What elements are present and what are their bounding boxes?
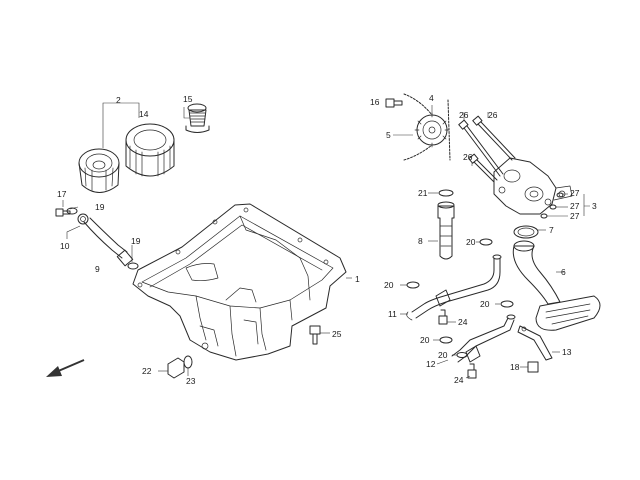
bolt-16 <box>385 98 403 108</box>
o-ring-21 <box>438 189 454 197</box>
callout-24a: 24 <box>458 317 468 327</box>
callout-27a: 27 <box>570 188 580 198</box>
callout-23: 23 <box>186 376 196 386</box>
callout-10: 10 <box>60 241 70 251</box>
callout-25: 25 <box>332 329 342 339</box>
o-ring-20b <box>406 281 420 289</box>
oil-pan <box>132 203 347 361</box>
callout-21: 21 <box>418 188 428 198</box>
bolt-25 <box>309 325 321 345</box>
strainer-bracket <box>517 325 553 361</box>
drain-plug <box>167 355 193 379</box>
pump-bolts-26 <box>458 115 516 183</box>
filter-bolt <box>185 103 210 133</box>
o-ring-20c <box>500 300 514 308</box>
callout-24b: 24 <box>454 375 464 385</box>
callout-6: 6 <box>561 267 566 277</box>
callout-22: 22 <box>142 366 152 376</box>
lead-15 <box>183 107 190 119</box>
bolt-24b <box>467 363 477 379</box>
callout-1: 1 <box>355 274 360 284</box>
lead-12 <box>436 359 449 365</box>
callout-3: 3 <box>592 201 597 211</box>
callout-27c: 27 <box>570 211 580 221</box>
callout-2: 2 <box>116 95 121 105</box>
oil-strainer <box>512 240 601 331</box>
lead-19a <box>69 206 79 210</box>
callout-20b: 20 <box>384 280 394 290</box>
drive-chain <box>403 93 451 161</box>
oil-pump <box>493 157 573 215</box>
relief-valve <box>437 201 455 260</box>
callout-15: 15 <box>183 94 193 104</box>
callout-20e: 20 <box>438 350 448 360</box>
callout-13: 13 <box>562 347 572 357</box>
o-ring-20e <box>456 352 468 358</box>
o-ring-19b <box>127 262 139 270</box>
callout-20d: 20 <box>420 335 430 345</box>
lead-3 <box>583 194 590 216</box>
oil-pipe-12 <box>451 314 516 363</box>
callout-17: 17 <box>57 189 67 199</box>
callout-14: 14 <box>139 109 149 119</box>
callout-16: 16 <box>370 97 380 107</box>
callout-8: 8 <box>418 236 423 246</box>
callout-26a: 26 <box>459 110 469 120</box>
oil-filter-housing <box>78 148 120 193</box>
pump-sprocket <box>414 112 450 148</box>
callout-11: 11 <box>388 309 397 319</box>
callout-18: 18 <box>510 362 520 372</box>
callout-19a: 19 <box>95 202 105 212</box>
dowels-27 <box>540 192 564 219</box>
callout-12: 12 <box>426 359 436 369</box>
lead-24b <box>465 375 471 379</box>
o-ring-7 <box>513 225 539 239</box>
bolt-24a <box>438 309 448 325</box>
callout-27b: 27 <box>570 201 580 211</box>
lead-10 <box>66 225 81 239</box>
oil-pipe-11 <box>406 254 502 321</box>
callout-7: 7 <box>549 225 554 235</box>
callout-19b: 19 <box>131 236 141 246</box>
callout-20a: 20 <box>466 237 476 247</box>
o-ring-20d <box>439 336 453 344</box>
oil-pipe <box>77 213 134 267</box>
callout-26c: 26 <box>463 152 473 162</box>
callout-9: 9 <box>95 264 100 274</box>
callout-20c: 20 <box>480 299 490 309</box>
front-arrow-icon <box>46 359 85 377</box>
bolt-18 <box>527 361 539 373</box>
callout-4: 4 <box>429 93 434 103</box>
o-ring-20a <box>479 238 493 246</box>
callout-5: 5 <box>386 130 391 140</box>
oil-filter-element <box>125 123 175 177</box>
bolt-17 <box>55 208 71 217</box>
callout-26b: 26 <box>488 110 498 120</box>
lead-2 <box>102 102 140 148</box>
